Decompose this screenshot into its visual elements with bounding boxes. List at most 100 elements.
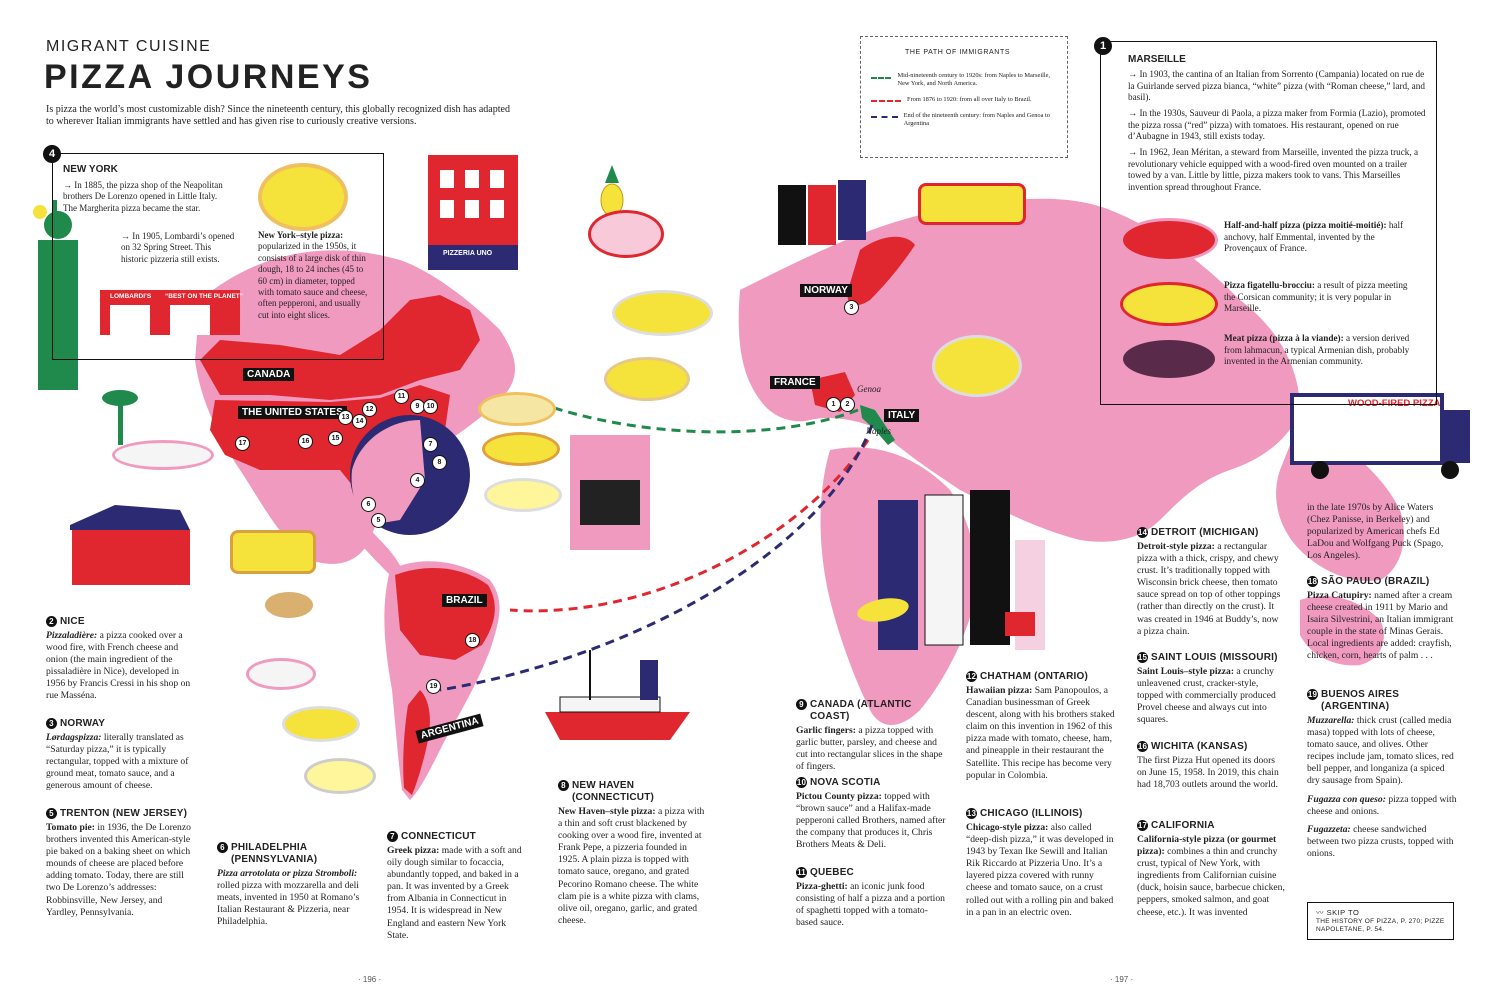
pizza-illustration (588, 210, 664, 258)
marseille-box: MARSEILLE → In 1903, the cantina of an I… (1100, 41, 1437, 405)
pizza-illustration (230, 530, 316, 574)
travellers-illustration (778, 180, 866, 245)
marseille-item-3: Meat pizza (pizza à la viande): a versio… (1224, 333, 1410, 367)
new-york-text-2: → In 1905, Lombardi’s opened on 32 Sprin… (121, 231, 235, 264)
pizza-illustration (484, 478, 562, 512)
map-marker-5: 5 (371, 513, 386, 528)
marseille-text-3: → In 1962, Jean Méritan, a steward from … (1128, 147, 1419, 192)
new-york-title: NEW YORK (63, 164, 118, 175)
label-italy: ITALY (884, 409, 920, 422)
map-marker-6: 6 (361, 497, 376, 512)
section-california-continued: in the late 1970s by Alice Waters (Chez … (1307, 502, 1444, 562)
marseille-text-1: → In 1903, the cantina of an Italian fro… (1128, 69, 1425, 103)
squiggle-icon: 〰 (1316, 908, 1324, 917)
skip-to-text: THE HISTORY OF PIZZA, P. 270; PIZZE NAPO… (1316, 918, 1445, 933)
pizza-illustration (246, 658, 316, 690)
map-marker-13: 13 (338, 410, 353, 425)
label-united-states: THE UNITED STATES (238, 406, 347, 419)
pizza-illustration (1120, 282, 1218, 326)
oceania-shape (1300, 596, 1384, 666)
lombardis-illustration (100, 290, 240, 335)
argentina-shape (403, 690, 430, 795)
label-brazil: BRAZIL (442, 594, 487, 607)
statue-of-liberty (33, 200, 78, 390)
skip-to-title: 〰 SKIP TO (1316, 908, 1360, 917)
pizza-illustration (112, 440, 214, 470)
pizza-illustration (265, 592, 313, 618)
steamship-illustration (545, 650, 690, 740)
pizzeria-uno-building (428, 155, 518, 270)
intro-text: Is pizza the world’s most customizable d… (46, 104, 510, 127)
map-marker-2: 2 (840, 397, 855, 412)
map-marker-18: 18 (465, 633, 480, 648)
pizza-illustration (918, 183, 1026, 225)
page-number-left: · 196 · (358, 975, 382, 984)
page-title: PIZZA JOURNEYS (44, 58, 373, 96)
marseille-item-1: Half-and-half pizza (pizza moitié-moitié… (1224, 220, 1404, 254)
map-marker-17: 17 (235, 436, 250, 451)
map-marker-16: 16 (298, 434, 313, 449)
badge-4: 4 (43, 145, 61, 163)
pizza-illustration (482, 432, 560, 466)
map-marker-14: 14 (352, 414, 367, 429)
kicker: MIGRANT CUISINE (46, 38, 212, 55)
marseille-title: MARSEILLE (1128, 54, 1186, 65)
skip-to-box[interactable]: 〰 SKIP TO THE HISTORY OF PIZZA, P. 270; … (1307, 902, 1454, 940)
map-marker-7: 7 (423, 437, 438, 452)
path-navy (439, 424, 874, 692)
marseille-text-2: → In the 1930s, Sauveur di Paola, a pizz… (1128, 108, 1426, 142)
best-on-planet-sign: “BEST ON THE PLANET” (165, 293, 244, 300)
label-genoa: Genoa (857, 384, 881, 394)
label-naples: Naples (866, 426, 892, 436)
legend-item-navy: End of the nineteenth century: from Napl… (871, 112, 1057, 128)
pizzeria-uno-sign: PIZZERIA UNO (443, 250, 493, 257)
path-red (509, 439, 870, 613)
legend-item-red: From 1876 to 1920: from all over Italy t… (871, 96, 1057, 104)
map-marker-12: 12 (362, 402, 377, 417)
red-barn-house (70, 505, 190, 585)
marseille-item-2: Pizza figatellu-brocciu: a result of piz… (1224, 280, 1408, 314)
de-lorenzo-shop (570, 435, 650, 550)
immigrants-illustration (857, 490, 1045, 650)
pizza-illustration (304, 758, 376, 794)
pizza-illustration (604, 357, 690, 401)
norway-shape (847, 236, 915, 306)
palm-tree-illustration (102, 390, 138, 445)
label-france: FRANCE (770, 376, 820, 389)
map-marker-10: 10 (423, 399, 438, 414)
map-marker-4: 4 (410, 473, 425, 488)
map-marker-11: 11 (394, 389, 409, 404)
page-number-right: · 197 · (1110, 975, 1134, 984)
pizza-illustration (478, 392, 556, 426)
map-marker-8: 8 (432, 455, 447, 470)
pizza-illustration (932, 335, 1022, 397)
path-green (544, 403, 859, 434)
pizza-illustration (282, 706, 360, 742)
new-york-text-1: → In 1885, the pizza shop of the Neapoli… (63, 180, 223, 213)
badge-1: 1 (1094, 37, 1112, 55)
truck-sign: WOOD-FIRED PIZZA (1348, 398, 1441, 409)
label-canada: CANADA (243, 368, 295, 381)
legend-title: THE PATH OF IMMIGRANTS (905, 49, 1011, 56)
new-york-style-text: New York–style pizza: popularized in the… (258, 230, 368, 320)
central-america-shape (329, 480, 405, 580)
pizza-illustration (258, 163, 348, 231)
map-marker-3: 3 (844, 300, 859, 315)
map-marker-1: 1 (826, 397, 841, 412)
pineapple-illustration (600, 165, 624, 217)
new-york-box: NEW YORK → In 1885, the pizza shop of th… (52, 153, 384, 360)
